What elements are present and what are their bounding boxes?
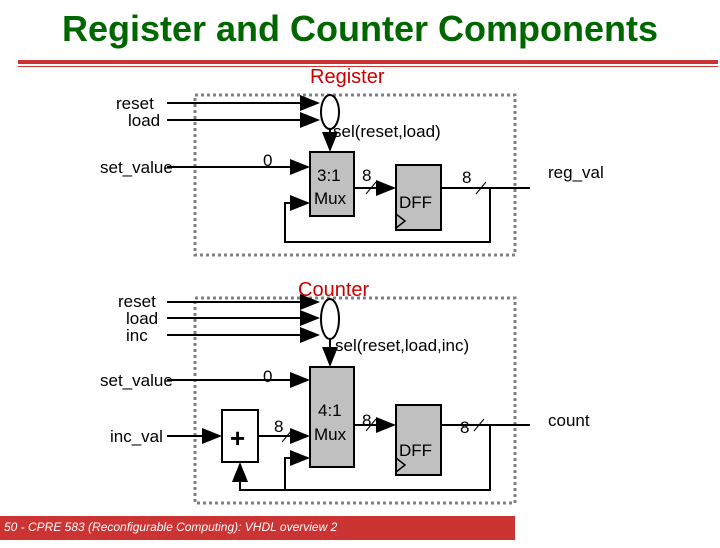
title-rule [18,60,718,64]
counter-dff-label: DFF [399,441,432,460]
counter-bus-width-in: 8 [362,411,371,430]
counter-adder-width: 8 [274,417,283,436]
counter-input-inc-val: inc_val [110,427,163,446]
register-const-zero: 0 [263,151,272,170]
counter-input-load: load [126,309,158,328]
page-title: Register and Counter Components [61,8,659,49]
counter-mux-word: Mux [314,425,347,444]
counter-adder-symbol: + [230,423,245,453]
register-output: reg_val [548,163,604,182]
counter-sel-label: sel(reset,load,inc) [335,336,469,355]
footer-text: 50 - CPRE 583 (Reconfigurable Computing)… [4,520,338,534]
counter-mux [309,366,355,468]
counter-heading: Counter [298,279,369,301]
counter-mux-ratio: 4:1 [318,401,342,420]
register-input-load: load [128,111,160,130]
counter-output: count [548,411,590,430]
counter-boundary [193,296,517,505]
register-mux-word: Mux [314,189,347,208]
counter-const-zero: 0 [263,367,272,386]
counter-input-inc: inc [126,326,148,345]
counter-input-reset: reset [118,292,156,311]
register-sel-label: sel(reset,load) [333,122,441,141]
register-input-reset: reset [116,94,154,113]
register-heading: Register [310,66,385,88]
title-rule-thin [18,66,718,67]
counter-bus-width-out: 8 [460,418,469,437]
university-name: Iowa State University [528,514,668,531]
register-mux-ratio: 3:1 [317,166,341,185]
counter-select-logic [320,298,340,340]
register-bus-width-out: 8 [462,168,471,187]
counter-dff [395,404,442,476]
counter-input-set-value: set_value [100,371,173,390]
footer-bar [0,516,515,540]
register-input-set-value: set_value [100,158,173,177]
register-dff-label: DFF [399,193,432,212]
register-bus-width-in: 8 [362,166,371,185]
university-sub: (Ames) [555,532,597,547]
register-mux [309,151,355,217]
